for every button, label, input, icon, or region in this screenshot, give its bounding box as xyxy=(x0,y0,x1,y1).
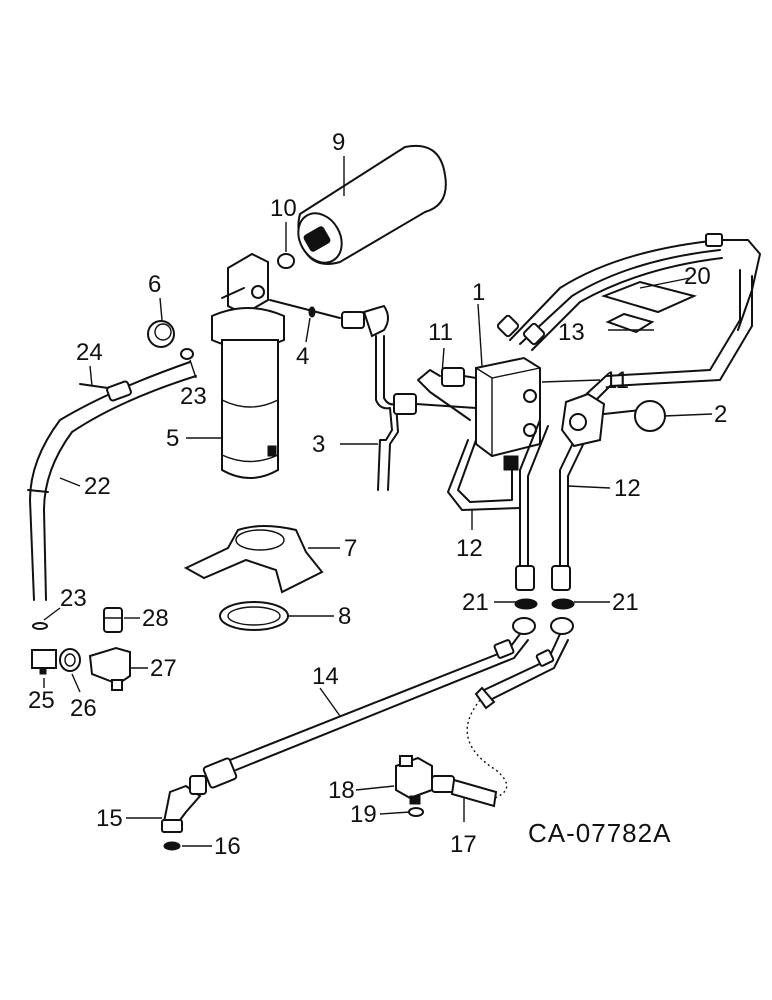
fitting-26 xyxy=(59,648,81,672)
callout-8: 8 xyxy=(338,603,351,630)
callout-25: 25 xyxy=(28,687,55,714)
tee-fitting-27 xyxy=(88,646,131,691)
fittings-21 xyxy=(512,565,575,635)
washer-16 xyxy=(163,841,181,851)
hose-22 xyxy=(27,361,197,601)
callout-1: 1 xyxy=(472,279,485,306)
callout-9: 9 xyxy=(332,129,345,156)
callout-24: 24 xyxy=(76,339,103,366)
hose-right xyxy=(466,633,569,801)
valve-block-1 xyxy=(475,356,541,471)
callout-4: 4 xyxy=(296,343,309,370)
callout-12-left: 12 xyxy=(456,535,483,562)
cap-6 xyxy=(147,320,175,348)
callout-21-right: 21 xyxy=(612,589,639,616)
callout-23-bottom: 23 xyxy=(60,585,87,612)
hose-14 xyxy=(202,633,529,789)
leader-lines xyxy=(43,156,713,847)
fitting-25 xyxy=(31,649,57,675)
washer-19 xyxy=(408,807,424,817)
o-ring-23-top xyxy=(180,348,194,360)
o-ring-23-bottom xyxy=(32,622,48,630)
callout-22: 22 xyxy=(84,473,111,500)
callout-2: 2 xyxy=(714,401,727,428)
callout-19: 19 xyxy=(350,801,377,828)
plate-20 xyxy=(600,280,698,314)
mounting-bracket xyxy=(183,525,324,594)
callout-11-left: 11 xyxy=(428,319,453,346)
valve-18 xyxy=(395,755,433,805)
elbow-tube-3 xyxy=(341,304,399,491)
gasket-8 xyxy=(219,601,289,631)
elbow-15 xyxy=(161,775,207,833)
callout-28: 28 xyxy=(142,605,169,632)
receiver-drier-cylinder xyxy=(297,144,447,265)
callout-12-right: 12 xyxy=(614,475,641,502)
callout-20: 20 xyxy=(684,263,711,290)
tube-11-right xyxy=(579,269,753,407)
callout-11-right: 11 xyxy=(604,367,629,394)
callout-14: 14 xyxy=(312,663,339,690)
upper-tubes xyxy=(496,233,761,351)
callout-27: 27 xyxy=(150,655,177,682)
callout-16: 16 xyxy=(214,833,241,860)
callout-6: 6 xyxy=(148,271,161,298)
callout-10: 10 xyxy=(270,195,297,222)
drawing-code: CA-07782A xyxy=(528,818,671,848)
clip-13 xyxy=(605,312,655,334)
o-ring-10 xyxy=(277,253,295,269)
callout-18: 18 xyxy=(328,777,355,804)
callout-15: 15 xyxy=(96,805,123,832)
tube-17 xyxy=(431,775,498,808)
callout-5: 5 xyxy=(166,425,179,452)
callout-13: 13 xyxy=(558,319,585,346)
callout-labels: 1 2 3 4 5 6 7 8 9 10 11 11 12 12 13 14 1… xyxy=(28,129,727,860)
fitting-28 xyxy=(103,607,123,633)
callout-3: 3 xyxy=(312,431,325,458)
callout-26: 26 xyxy=(70,695,97,722)
callout-7: 7 xyxy=(344,535,357,562)
sight-glass-2 xyxy=(560,392,666,448)
tube-11-left xyxy=(393,367,477,421)
callout-23-top: 23 xyxy=(180,383,207,410)
callout-21-left: 21 xyxy=(462,589,489,616)
callout-17: 17 xyxy=(450,831,477,858)
filter-canister xyxy=(211,252,285,479)
